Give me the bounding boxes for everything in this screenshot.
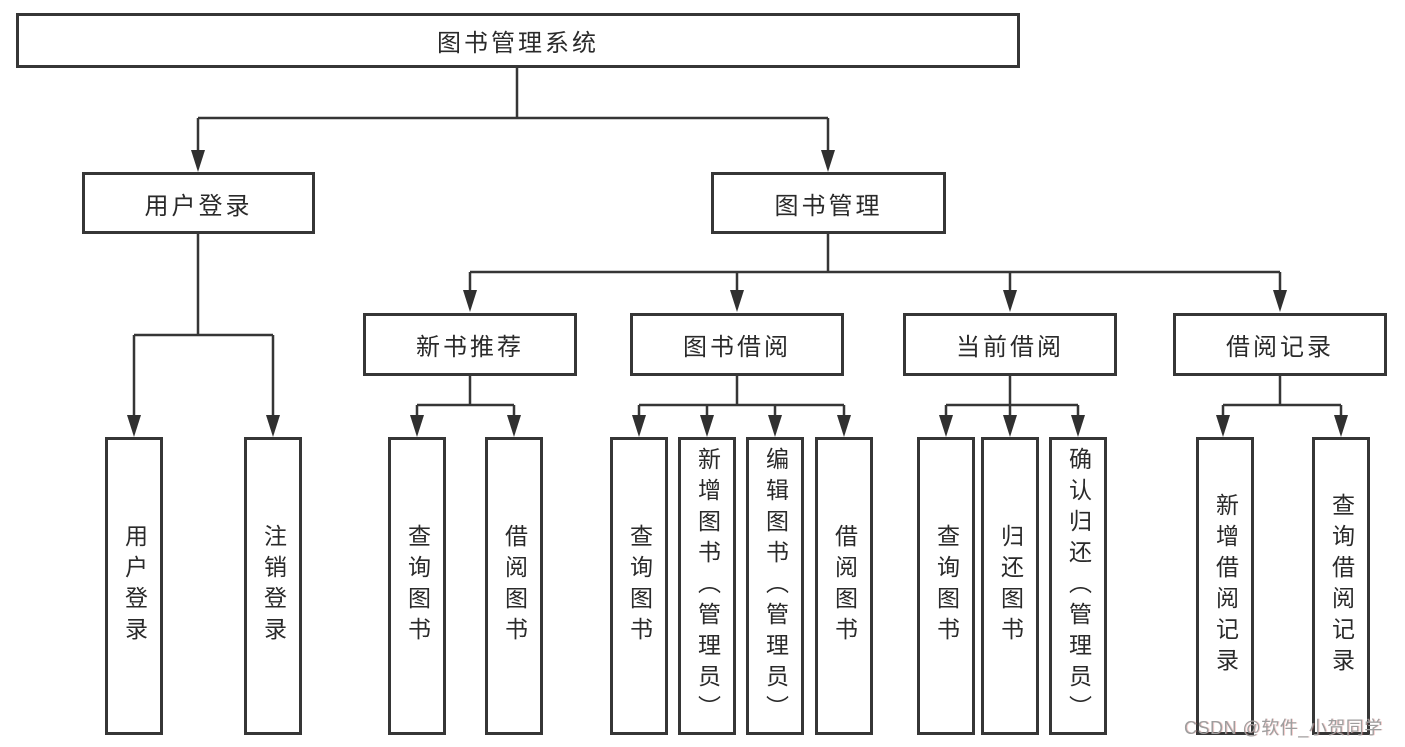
leaf-borrow-books: 借阅图书	[815, 437, 873, 735]
connector-lines	[132, 68, 1343, 418]
leaf-label: 新增借阅记录	[1212, 493, 1239, 679]
leaf-label: 借阅图书	[831, 524, 858, 648]
leaf-edit-book-admin: 编辑图书（管理员）	[746, 437, 804, 735]
leaf-label: 查询借阅记录	[1328, 493, 1355, 679]
node-borrowing-records: 借阅记录	[1173, 313, 1387, 376]
leaf-borrow-books-recommend: 借阅图书	[485, 437, 543, 735]
arrow-down-icon	[821, 150, 835, 172]
arrow-down-icon	[1216, 415, 1230, 437]
arrow-down-icon	[463, 290, 477, 312]
node-label: 用户登录	[144, 192, 253, 220]
arrow-down-icon	[1071, 415, 1085, 437]
node-book-management: 图书管理	[711, 172, 946, 234]
node-label: 图书管理系统	[437, 30, 599, 57]
leaf-label: 编辑图书（管理员）	[762, 446, 789, 726]
node-user-login: 用户登录	[82, 172, 315, 234]
arrow-down-icon	[939, 415, 953, 437]
arrow-down-icon	[730, 290, 744, 312]
leaf-label: 归还图书	[997, 524, 1024, 648]
leaf-return-books: 归还图书	[981, 437, 1039, 735]
leaf-query-books-recommend: 查询图书	[388, 437, 446, 735]
arrow-down-icon	[266, 415, 280, 437]
arrow-down-icon	[191, 150, 205, 172]
leaf-query-books-current: 查询图书	[917, 437, 975, 735]
arrow-down-icon	[1273, 290, 1287, 312]
arrow-down-icon	[768, 415, 782, 437]
arrow-down-icon	[1003, 290, 1017, 312]
arrow-down-icon	[632, 415, 646, 437]
leaf-label: 确认归还（管理员）	[1065, 446, 1092, 726]
leaf-query-borrow-record: 查询借阅记录	[1312, 437, 1370, 735]
leaf-add-book-admin: 新增图书（管理员）	[678, 437, 736, 735]
leaf-user-login: 用户登录	[105, 437, 163, 735]
leaf-label: 用户登录	[121, 524, 148, 648]
node-label: 新书推荐	[416, 334, 524, 361]
arrow-down-icon	[700, 415, 714, 437]
node-book-borrowing: 图书借阅	[630, 313, 844, 376]
node-label: 当前借阅	[956, 334, 1064, 361]
arrow-down-icon	[507, 415, 521, 437]
arrow-down-icon	[127, 415, 141, 437]
leaf-logout: 注销登录	[244, 437, 302, 735]
csdn-watermark: CSDN @软件_小贺同学	[1184, 718, 1383, 738]
arrow-down-icon	[410, 415, 424, 437]
arrow-down-icon	[1334, 415, 1348, 437]
node-new-book-recommendation: 新书推荐	[363, 313, 577, 376]
node-label: 图书借阅	[683, 334, 791, 361]
arrow-down-icon	[1003, 415, 1017, 437]
leaf-label: 借阅图书	[501, 524, 528, 648]
node-label: 图书管理	[774, 192, 883, 220]
leaf-add-borrow-record: 新增借阅记录	[1196, 437, 1254, 735]
node-label: 借阅记录	[1226, 334, 1334, 361]
leaf-label: 查询图书	[404, 524, 431, 648]
leaf-label: 查询图书	[933, 524, 960, 648]
leaf-label: 查询图书	[626, 524, 653, 648]
node-current-borrowing: 当前借阅	[903, 313, 1117, 376]
leaf-label: 注销登录	[260, 524, 287, 648]
leaf-label: 新增图书（管理员）	[694, 446, 721, 726]
arrow-down-icon	[837, 415, 851, 437]
arrowheads	[127, 150, 1348, 437]
node-book-management-system: 图书管理系统	[16, 13, 1020, 68]
leaf-confirm-return-admin: 确认归还（管理员）	[1049, 437, 1107, 735]
leaf-query-books-borrowing: 查询图书	[610, 437, 668, 735]
